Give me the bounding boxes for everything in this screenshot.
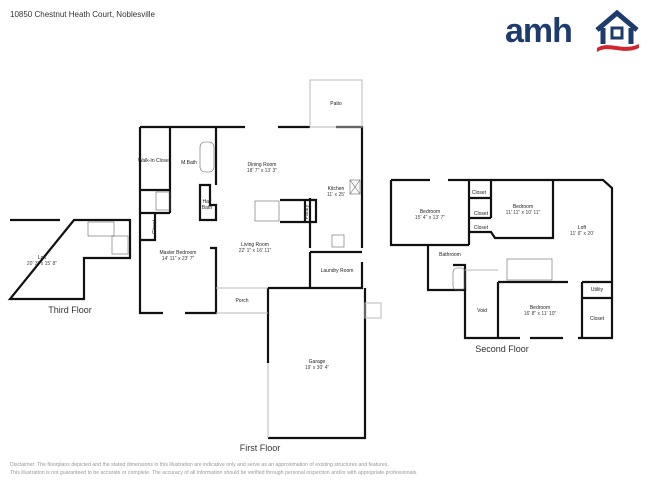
property-address: 10850 Chestnut Heath Court, Noblesville — [10, 10, 155, 19]
room-label: Closet — [473, 211, 489, 217]
room-label: Bathroom — [439, 252, 461, 258]
room-label: Closet — [473, 225, 489, 231]
room-label: M.Bath — [181, 160, 197, 166]
patio-outline — [309, 79, 363, 128]
room-label: Laundry Room — [320, 268, 354, 274]
floor-title: First Floor — [239, 443, 281, 453]
floor-title: Third Floor — [48, 305, 92, 315]
room-label: Closet — [152, 219, 159, 235]
room-label: Void — [477, 308, 487, 314]
garage-walls — [266, 288, 367, 440]
room-label: Closet — [589, 316, 605, 322]
disclaimer-line-2: This illustration is not guaranteed to b… — [10, 470, 418, 476]
room-label: Walk-In Closet — [137, 158, 171, 164]
disclaimer-line-1: Disclaimer: The floorplans depicted and … — [10, 462, 389, 468]
third-floor-walls — [7, 218, 132, 301]
logo-text: amh — [505, 12, 573, 50]
room-label: Patio — [330, 101, 342, 107]
stairs-icon — [87, 221, 115, 237]
amh-logo: amh — [505, 8, 640, 53]
first-floor-walls — [138, 125, 364, 315]
room-label: Half Bath — [201, 199, 213, 211]
room-label: Closet — [471, 190, 487, 196]
room-label: Porch — [235, 298, 249, 304]
room-label: Pantry — [304, 204, 311, 220]
house-icon — [595, 10, 639, 52]
floor-title: Second Floor — [475, 344, 529, 354]
room-label: Utility — [590, 287, 604, 293]
second-floor-walls — [389, 178, 614, 340]
